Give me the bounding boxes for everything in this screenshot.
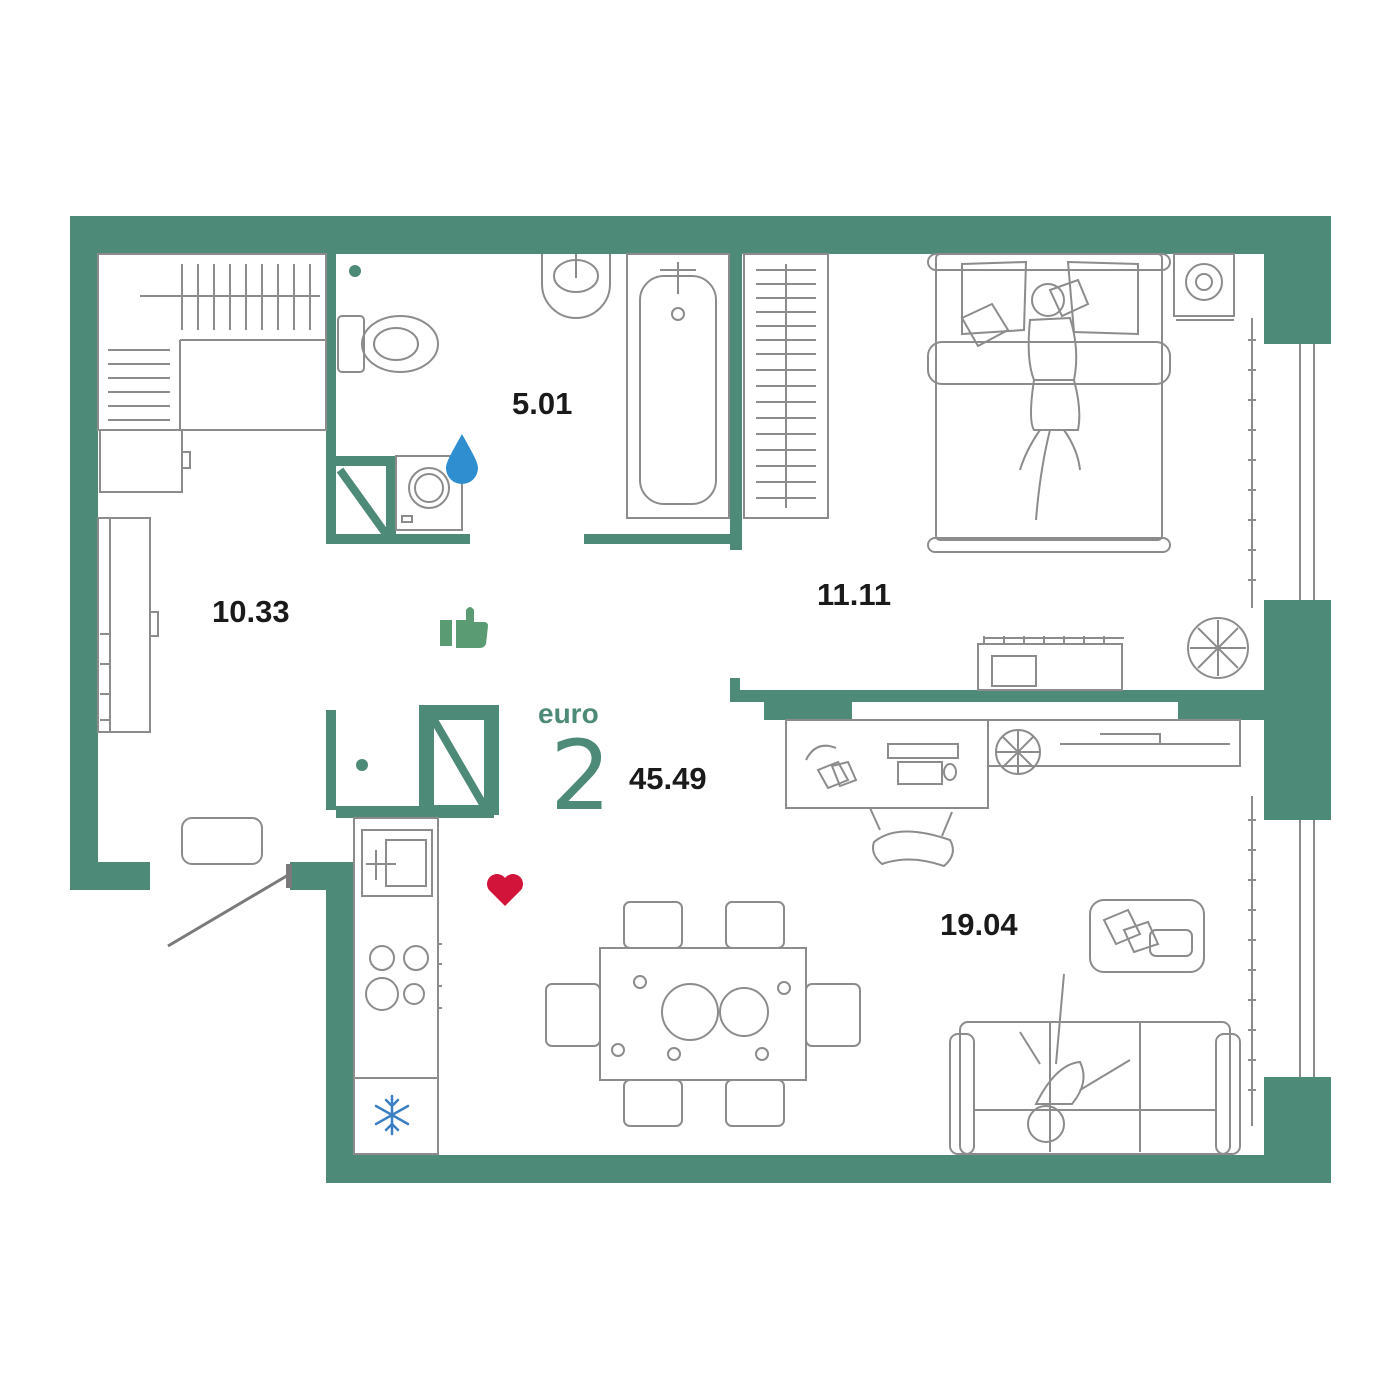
- wall-bath-left: [326, 254, 336, 544]
- wall-shaft-box-fill-t: [424, 710, 494, 720]
- wall-bedroom-living: [730, 690, 1264, 702]
- bed: [935, 253, 1163, 541]
- wall-bedroom-living-step: [764, 702, 852, 720]
- wall-right-middle: [1264, 600, 1331, 820]
- pillow-left: [961, 260, 1028, 336]
- plant-bedroom: [1187, 617, 1249, 679]
- room-area-living-kitchen: 19.04: [940, 907, 1018, 942]
- sofa: [959, 1021, 1231, 1155]
- toilet-tank: [337, 315, 365, 373]
- pillow-right: [1066, 260, 1139, 336]
- entry-door: [167, 872, 291, 948]
- dresser: [99, 429, 183, 493]
- room-area-hallway: 10.33: [212, 594, 290, 629]
- person-on-sofa: [1019, 973, 1131, 1143]
- walls: [70, 216, 1331, 1183]
- heart-icon: [487, 874, 523, 906]
- wall-left: [70, 216, 98, 890]
- snowflake-icon: [374, 1094, 410, 1136]
- office-chair: [872, 830, 954, 868]
- wall-bottom-left-stub: [70, 862, 150, 890]
- wall-right-bottom: [1264, 1077, 1331, 1183]
- toilet-bowl: [361, 315, 439, 373]
- dining-table: [599, 947, 807, 1081]
- room-area-bathroom: 5.01: [512, 386, 573, 421]
- total-area: 45.49: [629, 761, 707, 796]
- layout-type-label: euro: [538, 698, 599, 729]
- room-area-bedroom: 11.11: [817, 577, 892, 612]
- dresser-handle: [181, 451, 191, 469]
- wall-shaft-left: [326, 710, 336, 810]
- radiator-living: [1248, 796, 1256, 1126]
- sink: [541, 254, 611, 319]
- wall-niche-top: [336, 456, 396, 466]
- shaft-dot: [356, 759, 368, 771]
- tv-stand: [987, 719, 1241, 767]
- hangers-left: [108, 349, 170, 421]
- doormat: [181, 817, 263, 865]
- towel-rack: [743, 253, 829, 519]
- bath-drain-dot: [349, 265, 361, 277]
- person-sleeping: [1019, 283, 1081, 521]
- plant-living: [995, 729, 1041, 775]
- bathtub: [626, 253, 730, 519]
- tall-cabinet: [97, 517, 151, 733]
- shaft-diagonal-top: [336, 467, 390, 537]
- rooms-count: 2: [550, 720, 612, 832]
- wall-niche-side: [386, 456, 396, 538]
- wall-bedroom-living-step2: [1178, 702, 1264, 720]
- shaft-diagonal-bottom: [430, 717, 488, 809]
- wall-top: [70, 216, 1331, 254]
- wall-right-top: [1264, 216, 1331, 344]
- water-drop-icon: [446, 434, 478, 484]
- wall-bedroom-stub: [730, 678, 740, 702]
- wall-bottom: [326, 1155, 1331, 1183]
- thumbs-up-icon: [440, 607, 488, 648]
- nightstand: [1173, 253, 1235, 317]
- furniture: [97, 253, 1256, 1155]
- washer: [395, 455, 463, 531]
- cooktop: [365, 943, 442, 1011]
- kitchen-sink: [361, 829, 433, 897]
- wall-bath-bottom-right: [584, 534, 730, 544]
- wall-bath-bottom-left: [326, 534, 470, 544]
- wall-bath-right: [730, 254, 742, 550]
- work-desk: [785, 719, 989, 809]
- shelf-unit: [97, 253, 327, 431]
- wall-shaft-box-fill-r: [484, 710, 494, 810]
- wall-shaft-box-fill-l: [424, 710, 434, 810]
- hangers-top: [140, 264, 320, 330]
- windows: [1299, 344, 1315, 1077]
- wall-kitchen-left: [326, 862, 354, 1182]
- fridge: [353, 1077, 439, 1155]
- bedroom-bench: [977, 643, 1123, 691]
- radiator-bedroom: [1248, 318, 1256, 608]
- coffee-table: [1089, 899, 1205, 973]
- entry-door-hinge: [286, 864, 292, 888]
- dining-chairs: [545, 901, 861, 1127]
- shaft-diagonals: [336, 467, 488, 809]
